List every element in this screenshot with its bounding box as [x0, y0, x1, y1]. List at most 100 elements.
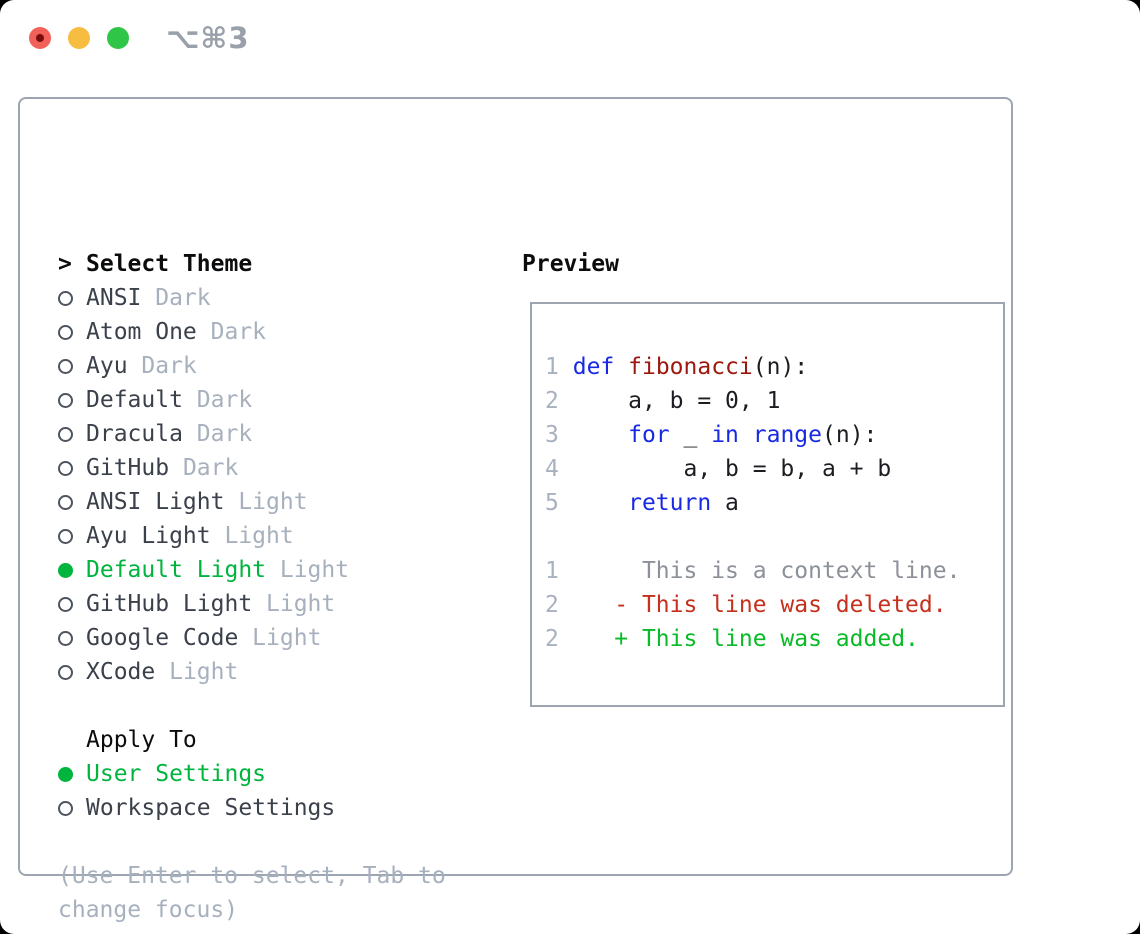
- apply-to-header: Apply To: [58, 723, 446, 757]
- theme-option-ayu[interactable]: Ayu Dark: [58, 349, 446, 383]
- code-token: a, b = 0, 1: [558, 388, 781, 414]
- radio-unselected-icon: [58, 324, 73, 340]
- spacer: [58, 825, 446, 859]
- radio-unselected-icon: [58, 426, 73, 442]
- radio-unselected-icon: [58, 358, 73, 374]
- radio-unselected-icon: [58, 596, 73, 612]
- option-label: GitHub: [86, 455, 170, 481]
- hint-text-line1: (Use Enter to select, Tab to: [58, 863, 446, 889]
- select-theme-header: > Select Theme: [58, 247, 446, 281]
- radio-marker: [58, 460, 86, 476]
- line-number: 2: [545, 388, 559, 414]
- radio-unselected-icon: [58, 290, 73, 306]
- theme-option-ayu-light[interactable]: Ayu Light Light: [58, 519, 446, 553]
- code-token: (n):: [752, 354, 809, 380]
- option-label: Default Light: [86, 557, 267, 583]
- close-button-icon[interactable]: [29, 27, 51, 49]
- focus-caret-icon: >: [58, 251, 72, 277]
- theme-option-default-light[interactable]: Default Light Light: [58, 553, 446, 587]
- radio-marker: [58, 358, 86, 374]
- theme-option-ansi[interactable]: ANSI Dark: [58, 281, 446, 315]
- radio-marker: [58, 494, 86, 510]
- line-number: 1: [545, 354, 559, 380]
- theme-option-dracula[interactable]: Dracula Dark: [58, 417, 446, 451]
- code-token: [559, 490, 628, 516]
- code-token: fibonacci: [628, 354, 753, 380]
- theme-variant-label: Dark: [196, 319, 267, 345]
- apply-option-user-settings[interactable]: User Settings: [58, 757, 446, 791]
- code-line: 1 This is a context line.: [545, 554, 1003, 588]
- radio-marker: [58, 766, 86, 782]
- code-token: _: [669, 422, 712, 448]
- option-label: Ayu Light: [86, 523, 211, 549]
- theme-variant-label: Light: [155, 659, 239, 685]
- code-token: This is a context line.: [558, 558, 961, 584]
- radio-marker: [58, 324, 86, 340]
- theme-option-google-code[interactable]: Google Code Light: [58, 621, 446, 655]
- theme-option-github[interactable]: GitHub Dark: [58, 451, 446, 485]
- code-line: [545, 520, 1003, 554]
- option-label: User Settings: [86, 761, 267, 787]
- traffic-lights: [29, 27, 129, 49]
- code-token: for: [628, 422, 670, 448]
- option-label: Default: [86, 387, 183, 413]
- theme-option-xcode[interactable]: XCode Light: [58, 655, 446, 689]
- theme-option-ansi-light[interactable]: ANSI Light Light: [58, 485, 446, 519]
- code-token: [559, 354, 573, 380]
- radio-marker: [58, 562, 86, 578]
- theme-variant-label: Light: [224, 489, 308, 515]
- line-number: 1: [545, 558, 559, 584]
- radio-marker: [58, 800, 86, 816]
- line-number: 2: [545, 626, 559, 652]
- code-token: [739, 422, 753, 448]
- window-title: ⌥⌘3: [166, 21, 250, 55]
- radio-marker: [58, 596, 86, 612]
- theme-variant-label: Dark: [182, 387, 253, 413]
- zoom-button-icon[interactable]: [107, 27, 129, 49]
- option-label: Atom One: [86, 319, 197, 345]
- code-token: a: [711, 490, 739, 516]
- option-label: XCode: [86, 659, 156, 685]
- code-token: - This line was deleted.: [558, 592, 947, 618]
- option-label: Google Code: [86, 625, 239, 651]
- spacer: [58, 689, 446, 723]
- code-line: 2 + This line was added.: [545, 622, 1003, 656]
- theme-option-atom-one[interactable]: Atom One Dark: [58, 315, 446, 349]
- radio-selected-icon: [58, 562, 73, 578]
- radio-unselected-icon: [58, 664, 73, 680]
- code-token: return: [628, 490, 712, 516]
- preview-header: Preview: [522, 251, 619, 277]
- option-label: ANSI Light: [86, 489, 225, 515]
- code-token: range: [752, 422, 823, 448]
- theme-variant-label: Dark: [182, 421, 253, 447]
- code-token: a, b = b, a + b: [558, 456, 892, 482]
- code-line: 5 return a: [545, 486, 1003, 520]
- theme-variant-label: Light: [252, 591, 336, 617]
- code-token: def: [572, 354, 615, 380]
- code-line: 1 def fibonacci(n):: [545, 350, 1003, 384]
- code-token: [559, 422, 628, 448]
- line-number: 2: [545, 592, 559, 618]
- select-theme-label: Select Theme: [86, 251, 253, 277]
- apply-option-workspace-settings[interactable]: Workspace Settings: [58, 791, 446, 825]
- theme-option-default[interactable]: Default Dark: [58, 383, 446, 417]
- code-token: (n):: [822, 422, 878, 448]
- minimize-button-icon[interactable]: [68, 27, 90, 49]
- option-label: Workspace Settings: [86, 795, 336, 821]
- theme-option-github-light[interactable]: GitHub Light Light: [58, 587, 446, 621]
- radio-unselected-icon: [58, 494, 73, 510]
- theme-variant-label: Light: [266, 557, 350, 583]
- code-token: in: [711, 422, 739, 448]
- radio-unselected-icon: [58, 392, 73, 408]
- line-number: 5: [545, 490, 559, 516]
- option-label: Dracula: [86, 421, 183, 447]
- theme-variant-label: Light: [238, 625, 322, 651]
- code-token: + This line was added.: [558, 626, 919, 652]
- radio-unselected-icon: [58, 528, 73, 544]
